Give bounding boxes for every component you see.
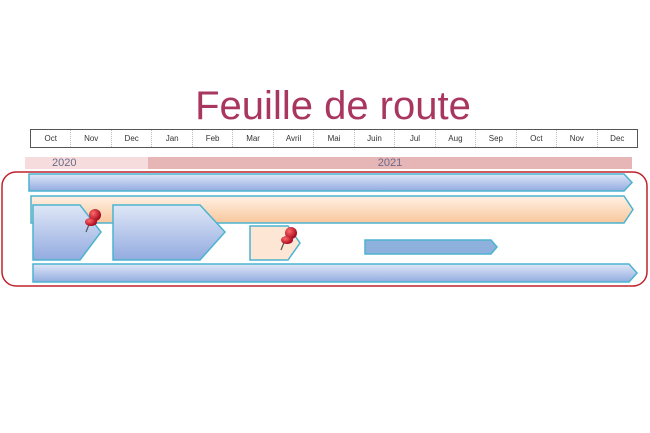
month: Sep [476,130,517,147]
pushpin-icon [85,209,101,233]
month: Juin [355,130,396,147]
month: Mai [314,130,355,147]
timeline-bar [28,173,634,192]
month: Feb [193,130,234,147]
pushpin-icon [280,227,297,251]
month: Aug [436,130,477,147]
month-header: Oct Nov Dec Jan Feb Mar Avril Mai Juin J… [30,129,638,148]
timeline-bar-bottom [32,263,639,283]
month: Nov [71,130,112,147]
page-title: Feuille de route [195,84,471,128]
year-2021: 2021 [148,157,632,169]
group-frame [1,171,648,287]
phase-block-2 [112,204,227,261]
month: Oct [31,130,72,147]
month: Oct [517,130,558,147]
month: Nov [557,130,598,147]
month: Mar [233,130,274,147]
task-bar [364,239,498,255]
phase-block-1 [32,204,102,261]
month: Dec [610,134,625,143]
month: Jan [152,130,193,147]
month: Dec [112,130,153,147]
year-2020: 2020 [25,157,148,169]
month: Avril [274,130,315,147]
month: Jul [395,130,436,147]
